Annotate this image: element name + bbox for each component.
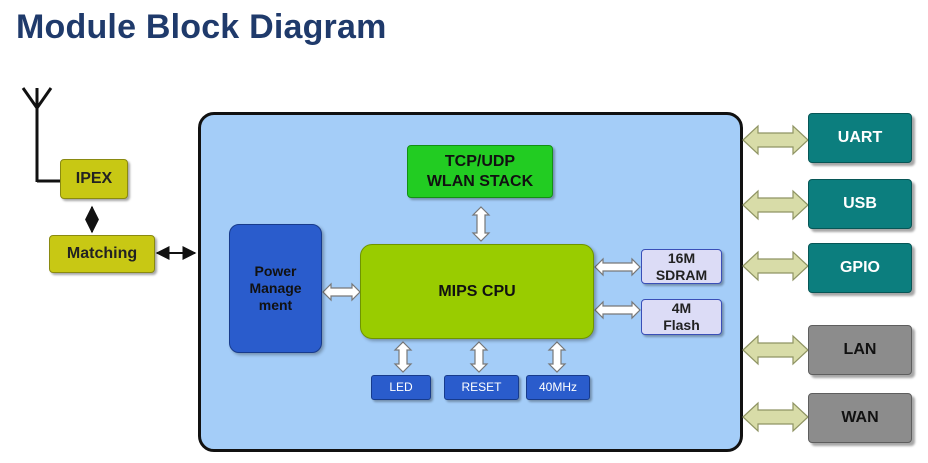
page-title: Module Block Diagram xyxy=(16,8,387,46)
cpu-block: MIPS CPU xyxy=(360,244,594,339)
ipex-label: IPEX xyxy=(75,170,113,188)
bus-arrow-wan xyxy=(742,401,809,433)
cpu-sdram-arrow xyxy=(594,257,641,277)
bus-arrow-uart xyxy=(742,124,809,156)
antenna-icon xyxy=(21,87,60,183)
clock-block: 40MHz xyxy=(526,375,590,400)
usb-label: USB xyxy=(843,195,877,213)
matching-label: Matching xyxy=(66,245,138,263)
sdram-label: 16M SDRAM xyxy=(655,249,708,283)
wlan-stack-label: TCP/UDP WLAN STACK xyxy=(426,153,534,190)
gpio-block: GPIO xyxy=(808,243,912,293)
power-management-label: Power Manage ment xyxy=(249,263,302,313)
bus-arrow-usb xyxy=(742,189,809,221)
led-block: LED xyxy=(371,375,431,400)
ipex-block: IPEX xyxy=(60,159,128,199)
cpu-led-arrow xyxy=(393,341,413,373)
wan-label: WAN xyxy=(841,409,879,427)
wlan-stack-block: TCP/UDP WLAN STACK xyxy=(407,145,553,198)
gpio-label: GPIO xyxy=(839,259,880,277)
flash-label: 4M Flash xyxy=(663,300,700,333)
cpu-flash-arrow xyxy=(594,300,641,320)
reset-block: RESET xyxy=(444,375,519,400)
led-label: LED xyxy=(389,380,413,395)
power-management-block: Power Manage ment xyxy=(229,224,322,353)
reset-label: RESET xyxy=(461,380,502,395)
matching-block: Matching xyxy=(49,235,155,273)
bus-arrow-gpio xyxy=(742,250,809,282)
wan-block: WAN xyxy=(808,393,912,443)
flash-block: 4M Flash xyxy=(641,299,722,335)
stack-cpu-arrow xyxy=(471,206,491,242)
uart-label: UART xyxy=(837,129,883,147)
cpu-label: MIPS CPU xyxy=(438,282,516,300)
uart-block: UART xyxy=(808,113,912,163)
lan-block: LAN xyxy=(808,325,912,375)
lan-label: LAN xyxy=(843,341,877,359)
bus-arrow-lan xyxy=(742,334,809,366)
cpu-clock-arrow xyxy=(547,341,567,373)
power-cpu-arrow xyxy=(322,282,361,302)
usb-block: USB xyxy=(808,179,912,229)
clock-label: 40MHz xyxy=(538,380,577,395)
sdram-block: 16M SDRAM xyxy=(641,249,722,284)
cpu-reset-arrow xyxy=(469,341,489,373)
